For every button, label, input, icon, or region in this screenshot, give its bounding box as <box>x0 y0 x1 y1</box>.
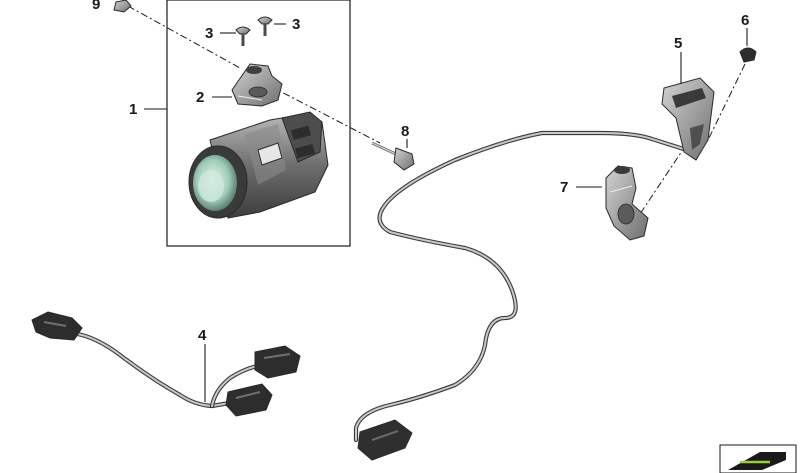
nut-icon <box>113 0 132 13</box>
callout-6: 6 <box>741 12 749 29</box>
callout-3-right: 3 <box>292 16 300 33</box>
holder-icon <box>661 77 715 161</box>
connector-left-icon <box>31 311 83 341</box>
callout-3-left: 3 <box>205 25 213 42</box>
callout-9: 9 <box>92 0 100 13</box>
wiring-harness-icon <box>353 130 693 461</box>
callout-4: 4 <box>198 327 207 344</box>
connector-right-upper-icon <box>254 345 301 379</box>
alignment-lines <box>127 5 746 215</box>
connector-right-lower-icon <box>225 383 273 417</box>
screw-icon <box>235 26 251 46</box>
auxiliary-lamp-icon <box>188 111 329 219</box>
callout-7: 7 <box>560 179 568 196</box>
callout-8: 8 <box>401 123 409 140</box>
leader-lines <box>144 23 748 402</box>
nut-icon-6 <box>739 47 757 63</box>
callout-5: 5 <box>674 35 682 52</box>
callout-1: 1 <box>129 101 137 118</box>
clamp-icon <box>605 165 649 241</box>
screw-icon-2 <box>257 16 273 36</box>
connector-plug-icon <box>357 419 413 461</box>
wiring-harness-4 <box>31 311 301 417</box>
catalog-stamp-icon <box>719 444 797 473</box>
bolt-icon <box>371 141 415 171</box>
callout-2: 2 <box>196 89 204 106</box>
mounting-bracket-icon <box>231 63 283 107</box>
assembly-frame-icon <box>166 0 351 247</box>
